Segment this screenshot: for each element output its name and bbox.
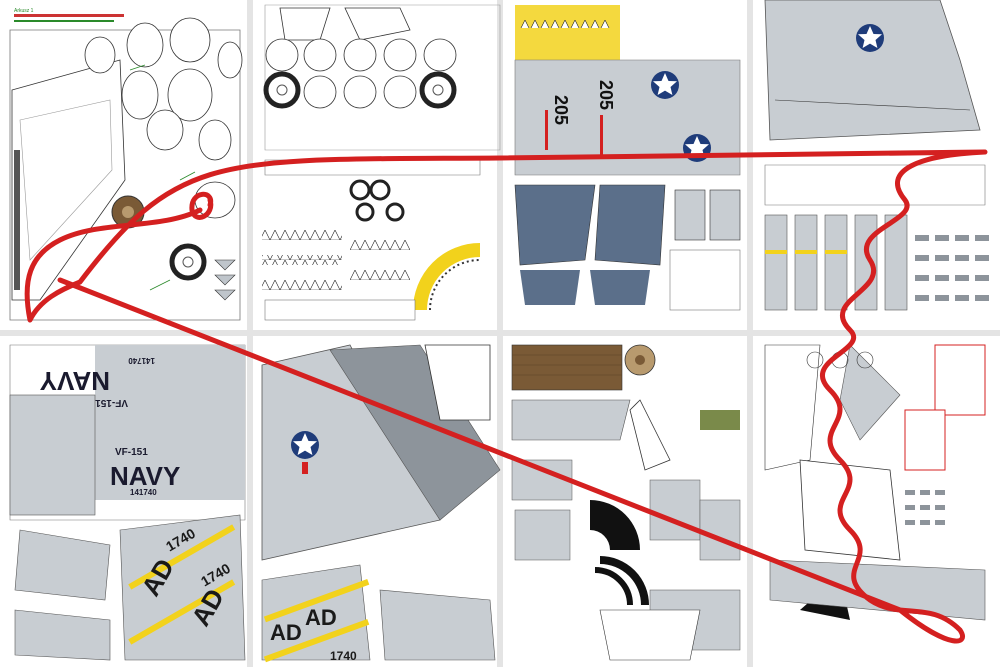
tail-code-left: AD [270, 620, 302, 645]
star-insignia-icon [856, 24, 884, 52]
wheel-icon [266, 74, 298, 106]
sheet-7 [511, 344, 741, 661]
sheet-2 [262, 4, 501, 321]
wheel-icon [422, 74, 454, 106]
sheet-4 [764, 0, 989, 311]
fan-decal [590, 500, 649, 606]
modex-left: 205 [551, 95, 571, 125]
bureau-number-top: 141740 [128, 356, 155, 365]
sheet-6: AD AD 1740 [261, 344, 501, 663]
sheet-3: 205 205 [514, 5, 741, 311]
navy-title-top: NAVY [40, 366, 110, 396]
squadron-bottom: VF-151 [115, 447, 148, 458]
squadron-top: VF-151 [95, 397, 128, 408]
star-insignia-icon [651, 71, 679, 99]
sheet-1: Arkusz 1 [9, 8, 243, 321]
bureau-number-bottom: 141740 [130, 488, 157, 497]
sheet-8 [764, 344, 986, 621]
sheet-1-header: Arkusz 1 [14, 8, 34, 14]
sharkmouth-decal [262, 230, 410, 290]
navy-title-bottom: NAVY [110, 461, 180, 491]
wheel-icon [172, 246, 204, 278]
sheet-5: NAVY VF-151 141740 VF-151 NAVY 141740 AD… [9, 344, 246, 661]
star-insignia-icon [291, 431, 319, 459]
red-path-annotation [24, 149, 988, 644]
tail-code-right: AD [305, 605, 337, 630]
modex-right: 205 [596, 80, 616, 110]
tail-number: 1740 [330, 649, 357, 663]
